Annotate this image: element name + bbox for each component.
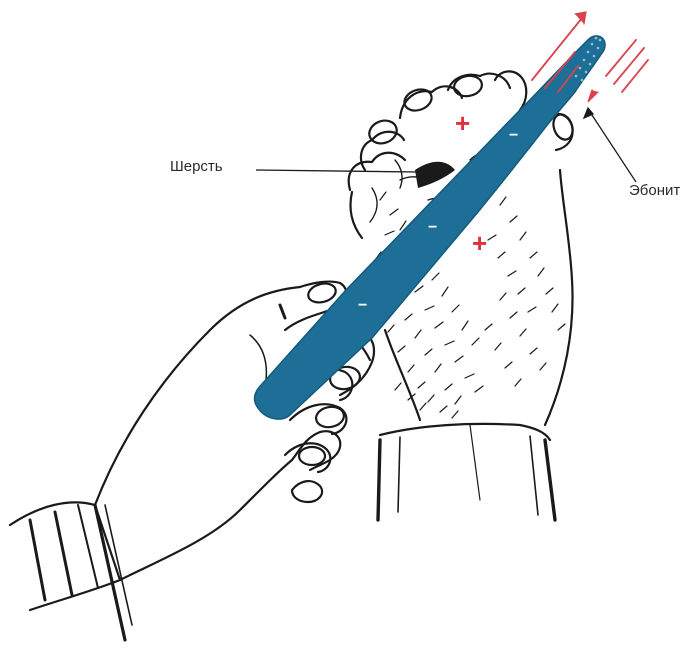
minus-charge: − (358, 297, 367, 314)
plus-charge: + (472, 228, 487, 258)
plus-charge: + (455, 108, 470, 138)
ebonite-leader-line (590, 112, 636, 182)
ebonite-label: Эбонит (629, 182, 680, 199)
minus-charge: − (428, 219, 437, 236)
wool-label: Шерсть (170, 158, 223, 175)
minus-charge: − (509, 127, 518, 144)
wool-leader-line (256, 170, 418, 172)
